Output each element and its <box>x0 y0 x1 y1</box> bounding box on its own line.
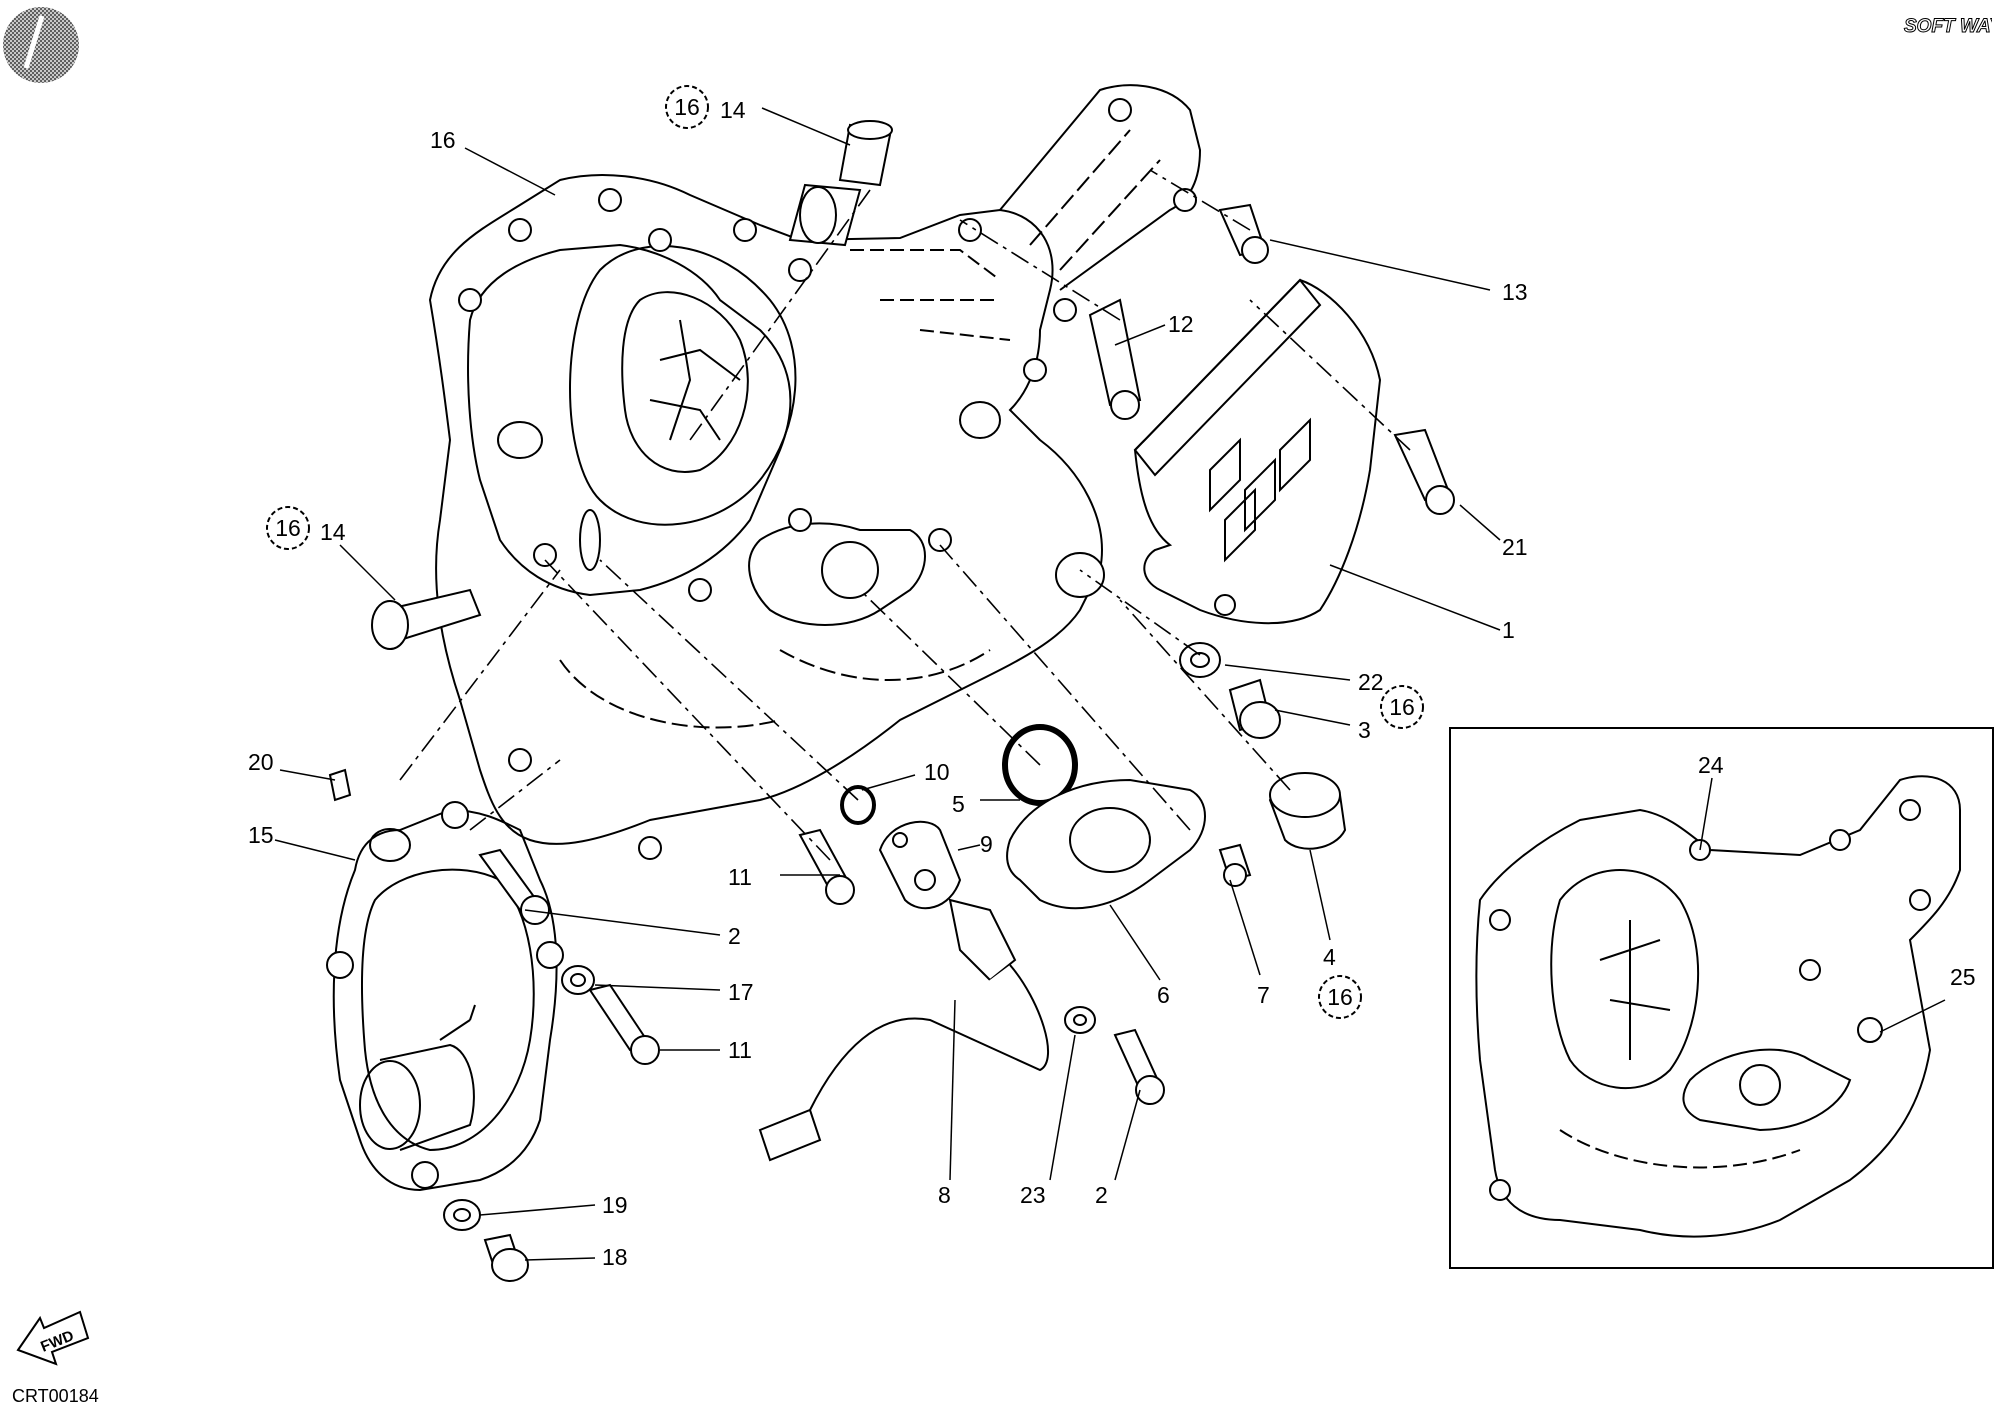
callout-1: 1 <box>1502 617 1515 643</box>
callout-17: 17 <box>728 979 754 1005</box>
callout-14a: 14 <box>720 97 746 123</box>
callout-13: 13 <box>1502 279 1528 305</box>
callout-21: 21 <box>1502 534 1528 560</box>
corner-disc-icon <box>3 7 79 83</box>
brand-logo: SOFT WAY <box>1904 16 1993 38</box>
ref-badge: 16 <box>1380 685 1424 729</box>
callout-6: 6 <box>1157 982 1170 1008</box>
callout-12: 12 <box>1168 311 1194 337</box>
assembly-lines <box>399 169 1411 861</box>
fwd-arrow-icon: FWD <box>16 1310 90 1366</box>
callout-11b: 11 <box>728 1037 752 1063</box>
svg-text:16: 16 <box>275 515 301 541</box>
callout-16: 16 <box>430 127 456 153</box>
sprocket-cover <box>1133 278 1382 625</box>
callout-18: 18 <box>602 1244 628 1270</box>
callout-2b: 2 <box>1095 1182 1108 1208</box>
callout-7: 7 <box>1257 982 1270 1008</box>
callout-20: 20 <box>248 749 274 775</box>
callout-19: 19 <box>602 1192 628 1218</box>
callout-10: 10 <box>924 759 950 785</box>
cover-bolt-holes <box>458 98 1197 860</box>
callout-9: 9 <box>980 831 993 857</box>
cover-ports <box>497 401 1105 598</box>
svg-text:SOFT WAY: SOFT WAY <box>1904 16 1992 37</box>
callout-8: 8 <box>938 1182 951 1208</box>
callout-24: 24 <box>1698 752 1724 778</box>
svg-text:16: 16 <box>1389 694 1415 720</box>
callout-22: 22 <box>1358 669 1384 695</box>
inset-assembled-view <box>1449 727 1994 1269</box>
callout-5: 5 <box>952 791 965 817</box>
small-parts <box>328 120 1455 1282</box>
ref-badges: 16 16 16 16 <box>266 85 1424 1019</box>
callout-15: 15 <box>248 822 274 848</box>
callout-4: 4 <box>1323 944 1336 970</box>
ref-badge: 16 <box>266 506 310 550</box>
callout-11a: 11 <box>728 864 752 890</box>
callouts: 14 16 13 12 14 21 1 22 3 20 10 5 15 9 11… <box>248 97 1976 1270</box>
svg-text:16: 16 <box>674 94 700 120</box>
water-pump-cover <box>326 801 564 1192</box>
ref-badge: 16 <box>665 85 709 129</box>
callout-14b: 14 <box>320 519 346 545</box>
leader-lines <box>274 107 1501 1261</box>
svg-text:16: 16 <box>1327 984 1353 1010</box>
callout-2a: 2 <box>728 923 741 949</box>
callout-23: 23 <box>1020 1182 1046 1208</box>
ref-badge: 16 <box>1318 975 1362 1019</box>
drawing-code: CRT00184 <box>12 1386 99 1406</box>
callout-25: 25 <box>1950 964 1976 990</box>
callout-3: 3 <box>1358 717 1371 743</box>
